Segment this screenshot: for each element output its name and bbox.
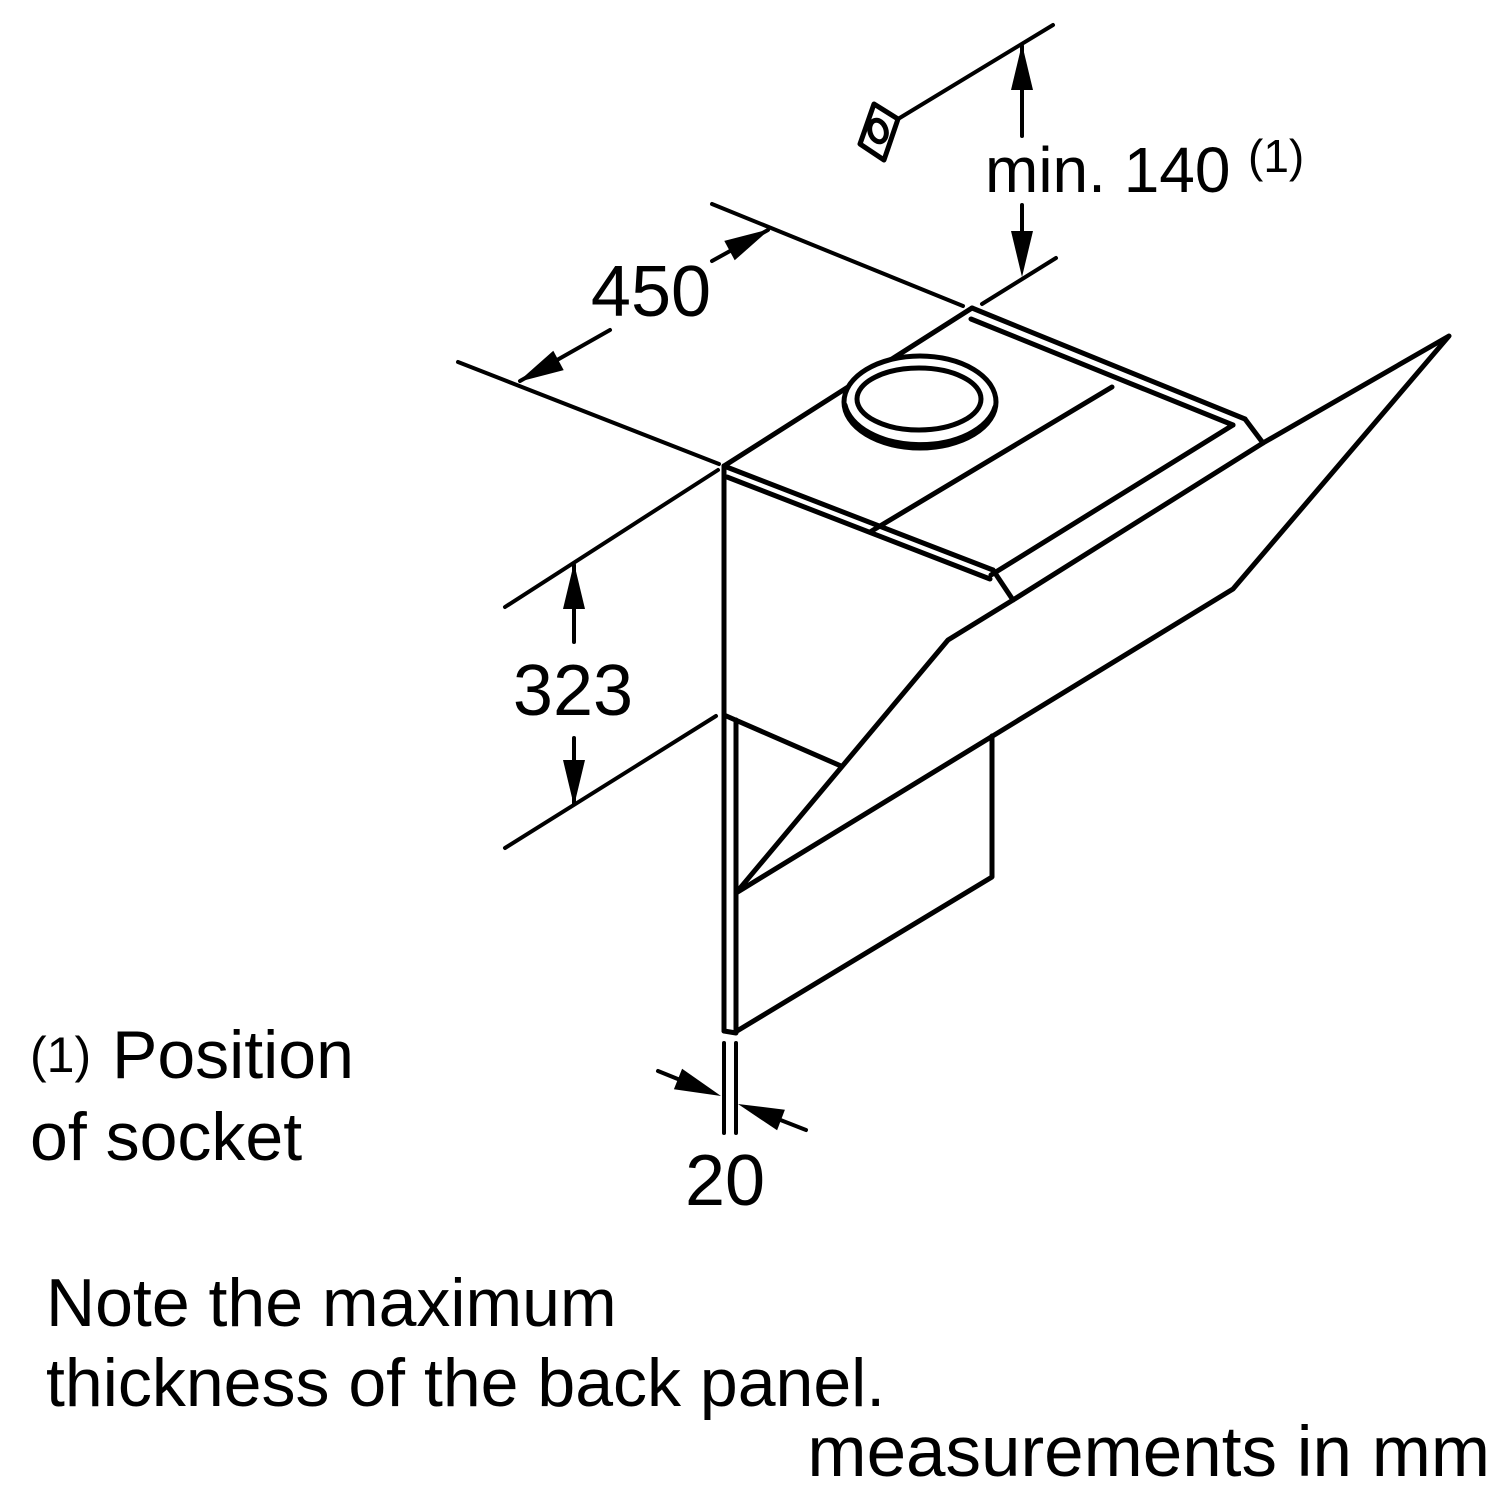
plenum-band-edge (988, 422, 1236, 578)
ext-line-323-lower (503, 714, 718, 850)
label-min-clearance: min. 140 (985, 134, 1230, 206)
arrow-450-upper-icon (724, 229, 770, 261)
note-line2: thickness of the back panel. (46, 1345, 885, 1421)
lower-body-panel (734, 733, 995, 1034)
glass-panel-outline (733, 333, 1452, 896)
socket-hole-icon (867, 117, 889, 145)
top-face-front-edge-outer (721, 463, 996, 573)
label-min-clearance-superscript: (1) (1248, 130, 1304, 182)
top-face-front-corner-step (990, 567, 1016, 603)
socket-outline-icon (857, 101, 901, 163)
top-face-back-edge-outer (969, 305, 1248, 422)
socket-symbol (857, 101, 901, 163)
note-line1: Note the maximum (46, 1265, 617, 1341)
duct-collar-bottom-arc-icon (842, 402, 998, 448)
arrow-20-left-icon (673, 1068, 721, 1096)
socket-leader-line (896, 23, 1055, 121)
ext-line-323-upper (503, 468, 720, 609)
duct-collar-rim-icon (854, 365, 984, 433)
dimension-lines (518, 44, 1024, 1132)
dimension-extension-lines (456, 23, 1058, 1135)
side-wall-bottom-edge (721, 712, 844, 769)
arrow-323-up-icon (563, 563, 585, 609)
ext-line-min140-bottom (980, 256, 1058, 306)
note-block: Note the maximum thickness of the back p… (46, 1265, 1490, 1492)
top-face-front-edge-inner (724, 474, 993, 582)
hood-drawing (721, 305, 1452, 1036)
footnote-line2: of socket (30, 1099, 302, 1175)
dimension-arrowheads (518, 44, 1033, 1131)
arrow-min140-up-icon (1011, 44, 1033, 90)
label-thickness-20: 20 (685, 1141, 765, 1221)
dimension-labels: min. 140 (1) 450 323 20 (513, 130, 1304, 1221)
footnote-block: (1) Position of socket (30, 1017, 354, 1175)
ext-line-450-lower (456, 360, 721, 466)
top-face-divider-line (867, 384, 1115, 535)
footnote-marker: (1) (30, 1027, 91, 1083)
top-face-back-edge-inner (968, 316, 1236, 428)
label-depth-450: 450 (591, 252, 711, 332)
footnote-line1: Position (112, 1017, 354, 1093)
top-face-right-corner-step (1242, 416, 1266, 446)
arrow-min140-down-icon (1011, 231, 1033, 277)
arrow-450-lower-icon (518, 350, 564, 382)
arrow-20-right-icon (738, 1104, 785, 1131)
arrow-323-down-icon (563, 760, 585, 806)
label-height-323: 323 (513, 651, 633, 731)
units-note: measurements in mm (807, 1413, 1490, 1492)
back-panel-bottom-edge (721, 1028, 739, 1036)
ext-line-450-upper (710, 202, 965, 308)
